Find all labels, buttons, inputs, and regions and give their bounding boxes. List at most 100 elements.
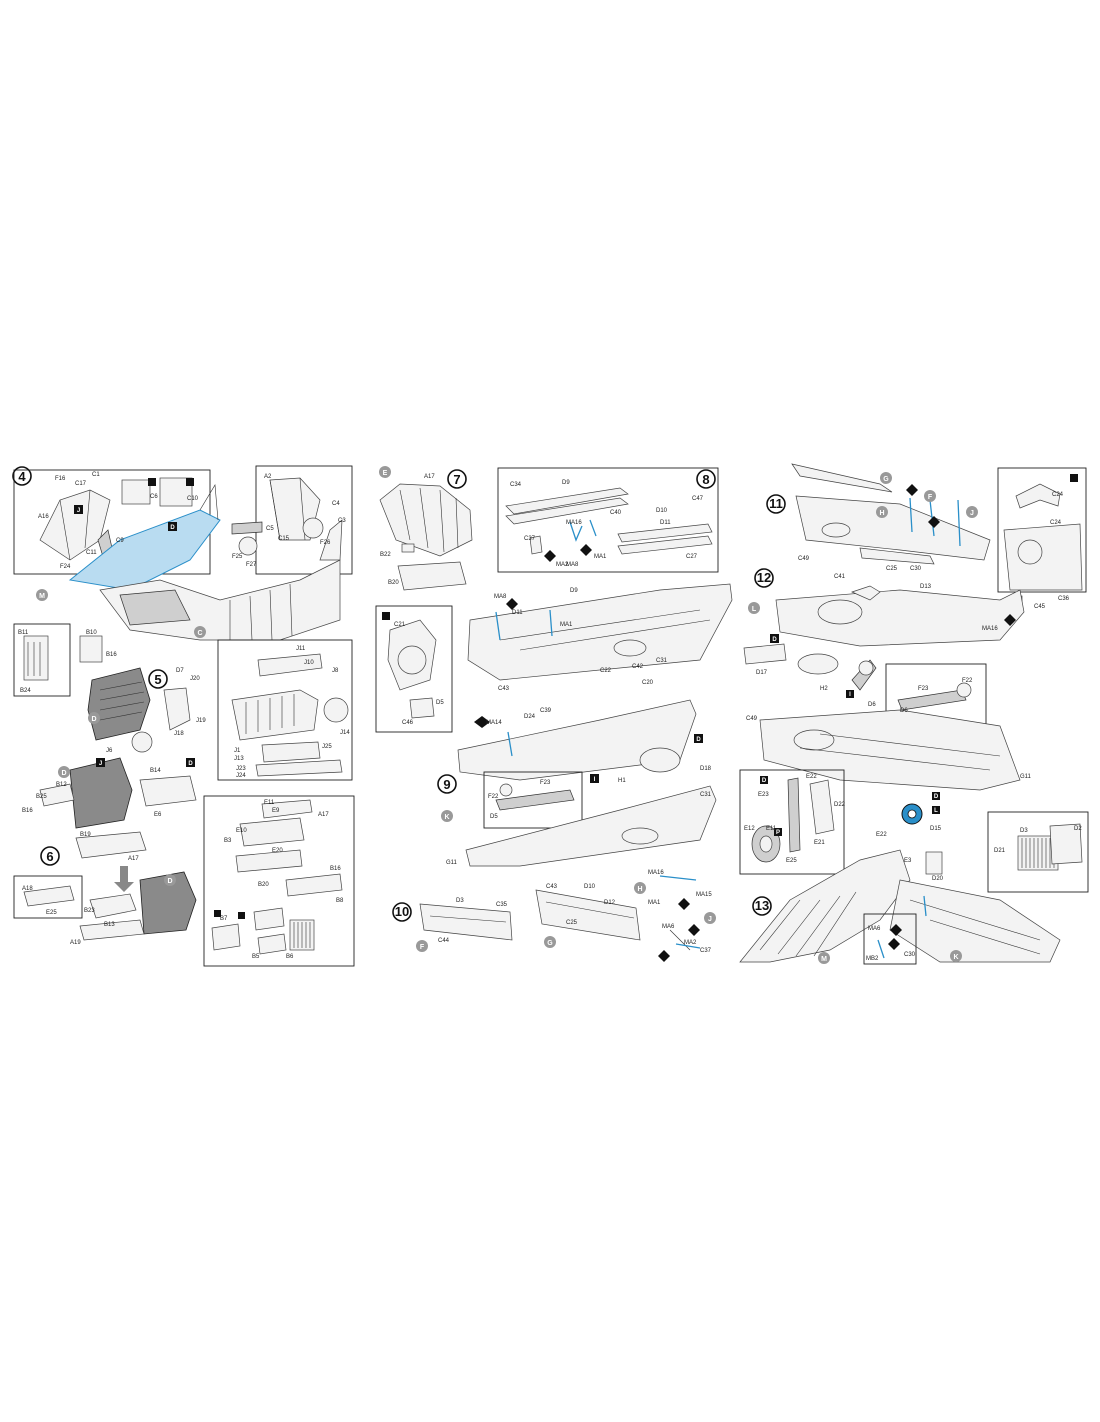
label-A17: A17 bbox=[424, 474, 435, 480]
label-B20: B20 bbox=[258, 882, 269, 888]
sprue-m-badge bbox=[818, 952, 830, 964]
label-B8: B8 bbox=[336, 898, 344, 904]
label-D10: D10 bbox=[656, 508, 668, 514]
label-D10: D10 bbox=[584, 884, 596, 890]
label-D15: D15 bbox=[930, 826, 942, 832]
label-MA6: MA6 bbox=[662, 924, 675, 930]
label-D9: D9 bbox=[562, 480, 570, 486]
dry-fit-icon bbox=[474, 716, 490, 728]
dry-fit-icon bbox=[544, 550, 556, 562]
sprue-j-badge bbox=[966, 506, 978, 518]
label-E6: E6 bbox=[154, 812, 162, 818]
sprue-c-badge bbox=[194, 626, 206, 638]
label-C6: C6 bbox=[150, 494, 158, 500]
svg-text:D: D bbox=[91, 716, 96, 723]
step-6-number: 6 bbox=[46, 849, 53, 864]
label-C9: C9 bbox=[116, 538, 124, 544]
label-C11: C11 bbox=[86, 550, 97, 556]
callout-box-l bbox=[932, 806, 940, 814]
label-F27: F27 bbox=[246, 562, 257, 568]
label-J10: J10 bbox=[304, 660, 314, 666]
gear-wheel-part bbox=[302, 517, 324, 539]
step-7-callout bbox=[375, 605, 453, 733]
label-C37: C37 bbox=[524, 536, 536, 542]
step-10-badge bbox=[392, 902, 412, 922]
label-E12: E12 bbox=[744, 826, 755, 832]
label-B16: B16 bbox=[106, 652, 117, 658]
dry-fit-icon bbox=[890, 924, 902, 936]
spar-highlight bbox=[495, 609, 553, 641]
step-6-detail-callout bbox=[203, 795, 355, 967]
instrument-panel-part bbox=[39, 489, 111, 561]
svg-text:F: F bbox=[928, 494, 933, 501]
step-5-engine-callout bbox=[217, 639, 353, 781]
step-8-number: 8 bbox=[702, 472, 709, 487]
middle-wing-panel bbox=[457, 699, 697, 781]
wing-spar-bottom-part bbox=[505, 497, 629, 525]
label-J11: J11 bbox=[296, 646, 306, 652]
step-9-gun-callout bbox=[483, 771, 583, 829]
callout-box-d bbox=[168, 522, 177, 531]
step-8-badge bbox=[696, 469, 716, 489]
engine-mount-part bbox=[163, 687, 191, 731]
gear-door-part bbox=[809, 779, 835, 835]
nose-section-part bbox=[379, 483, 473, 557]
svg-text:L: L bbox=[752, 606, 757, 613]
svg-text:D: D bbox=[61, 770, 66, 777]
flap-rail-part bbox=[859, 547, 935, 565]
strut-cover-part bbox=[409, 697, 435, 719]
panel-b7 bbox=[211, 923, 241, 951]
label-E23: E23 bbox=[758, 792, 769, 798]
supercharger-part bbox=[323, 697, 349, 723]
label-J19: J19 bbox=[196, 718, 206, 724]
dry-fit-icon bbox=[678, 898, 690, 910]
step-4-cockpit-callout bbox=[255, 465, 353, 575]
label-C5: C5 bbox=[266, 526, 274, 532]
dry-fit-icon bbox=[658, 950, 670, 962]
label-J20: J20 bbox=[190, 676, 200, 682]
label-C20: C20 bbox=[642, 680, 654, 686]
callout-box-i bbox=[590, 774, 599, 783]
label-B12: B12 bbox=[56, 782, 67, 788]
label-C44: C44 bbox=[438, 938, 450, 944]
sprue-m-badge bbox=[36, 589, 48, 601]
label-B19: B19 bbox=[80, 832, 91, 838]
label-B16b: B16 bbox=[330, 866, 341, 872]
label-E22b: E22 bbox=[876, 832, 887, 838]
panel-step-11: 11 G F H J C49 C41 C25 C30 C24 C45 C36 bbox=[766, 463, 1087, 610]
cooler-ring-part bbox=[797, 653, 839, 675]
label-MA2: MA2 bbox=[684, 940, 697, 946]
step-7-badge bbox=[447, 469, 467, 489]
label-B6: B6 bbox=[286, 954, 294, 960]
label-A17: A17 bbox=[128, 856, 139, 862]
small-bracket-part bbox=[401, 543, 415, 553]
label-C3: C3 bbox=[338, 518, 346, 524]
label-A2: A2 bbox=[264, 474, 272, 480]
landing-leg-highlight bbox=[569, 521, 583, 542]
label-B13: B13 bbox=[104, 922, 115, 928]
propeller-shaft-part bbox=[39, 783, 75, 807]
dry-fit-icon bbox=[928, 516, 940, 528]
label-J13: J13 bbox=[234, 756, 244, 762]
callout-box-d bbox=[694, 734, 703, 743]
panel-step-4: 4 D J M C F16 bbox=[12, 465, 353, 641]
label-D18: D18 bbox=[700, 766, 712, 772]
dry-fit-icon bbox=[888, 938, 900, 950]
sprue-k-badge bbox=[441, 810, 453, 822]
wing-root-detail bbox=[1003, 523, 1083, 591]
label-C43: C43 bbox=[498, 686, 510, 692]
upper-wing-panel bbox=[467, 583, 733, 681]
mount-arm-part bbox=[89, 893, 137, 919]
label-MA1: MA1 bbox=[560, 622, 573, 628]
label-A19: A19 bbox=[70, 940, 81, 946]
label-E9: E9 bbox=[272, 808, 280, 814]
lower-wing-panel bbox=[465, 785, 717, 867]
panel-b9 bbox=[257, 933, 287, 955]
step-4-badge bbox=[12, 466, 32, 486]
step-5-left-callout bbox=[13, 623, 71, 697]
label-B22: B22 bbox=[380, 552, 391, 558]
step-10-number: 10 bbox=[395, 904, 409, 919]
sprue-h-badge bbox=[876, 506, 888, 518]
step-13-radiator-callout bbox=[987, 811, 1089, 893]
forward-fuselage bbox=[739, 849, 911, 963]
